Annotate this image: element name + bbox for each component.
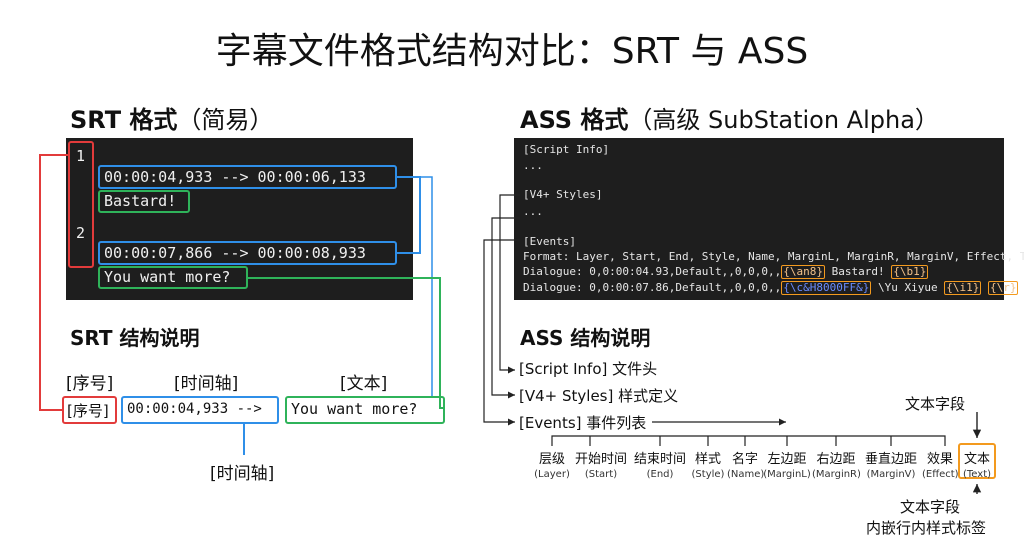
ass-field-marginr: 右边距 (MarginR) <box>812 448 861 480</box>
srt-text-2: You want more? <box>104 268 231 286</box>
ass-text-field-label-bottom-2: 内嵌行内样式标签 <box>866 519 987 537</box>
ass-dialogue-1-prefix: Dialogue: 0,0:00:04.93,Default,,0,0,0,, <box>523 265 782 278</box>
ass-field-marginl-en: (MarginL) <box>763 469 811 480</box>
srt-time-1: 00:00:04,933 --> 00:00:06,133 <box>104 168 366 186</box>
ass-dialogue-2-text: \Yu Xiyue <box>871 281 945 294</box>
srt-structure-index: [序号] <box>67 402 109 420</box>
ass-item-styles: [V4+ Styles] 样式定义 <box>519 387 679 405</box>
ass-tag-r: {\r} <box>987 281 1019 295</box>
srt-heading-sub: （简易） <box>177 106 274 134</box>
ass-heading-sub: （高级 SubStation Alpha） <box>628 106 939 134</box>
ass-line-ellipsis-2: ... <box>523 205 543 218</box>
ass-code-block <box>514 138 1004 300</box>
srt-blue-connector <box>397 176 421 254</box>
srt-index-box <box>68 141 94 268</box>
ass-field-effect-zh: 效果 <box>926 452 953 467</box>
srt-structure-title: SRT 结构说明 <box>70 326 200 350</box>
ass-field-text-zh: 文本 <box>963 452 990 467</box>
srt-label-timeline: [时间轴] <box>174 374 239 394</box>
srt-time-box-2 <box>98 241 397 265</box>
ass-field-layer: 层级 (Layer) <box>534 448 570 480</box>
ass-field-end-en: (End) <box>646 469 674 480</box>
ass-tag-i1: {\i1} <box>944 281 982 295</box>
ass-field-marginr-zh: 右边距 <box>816 452 856 467</box>
ass-field-name: 名字 (Name) <box>727 448 765 480</box>
ass-field-text: 文本 (Text) <box>959 448 995 480</box>
srt-heading: SRT 格式（简易） <box>70 100 273 135</box>
srt-heading-label: SRT 格式 <box>70 106 178 134</box>
srt-time-box-1 <box>98 165 397 189</box>
ass-field-marginv-en: (MarginV) <box>866 469 916 480</box>
ass-field-effect-en: (Effect) <box>922 469 959 480</box>
srt-label-text: [文本] <box>340 374 388 394</box>
ass-dialogue-2-prefix: Dialogue: 0,0:00:07.86,Default,,0,0,0,, <box>523 281 782 294</box>
srt-red-connector <box>39 154 68 411</box>
ass-field-style-zh: 样式 <box>694 452 721 467</box>
srt-label-index: [序号] <box>66 374 114 394</box>
ass-field-layer-zh: 层级 <box>538 452 565 467</box>
ass-text-field-label-top: 文本字段 <box>905 395 966 413</box>
ass-dialogue-1-text: Bastard! <box>825 265 892 278</box>
ass-field-end: 结束时间 (End) <box>631 448 689 480</box>
ass-line-script-info: [Script Info] <box>523 143 610 156</box>
srt-time-2: 00:00:07,866 --> 00:00:08,933 <box>104 244 366 262</box>
ass-field-text-en: (Text) <box>962 469 992 480</box>
ass-heading-label: ASS 格式 <box>520 106 629 134</box>
ass-line-format: Format: Layer, Start, End, Style, Name, … <box>523 250 1024 263</box>
ass-field-style: 样式 (Style) <box>690 448 726 480</box>
ass-field-name-zh: 名字 <box>731 452 758 467</box>
ass-line-events: [Events] <box>523 235 576 248</box>
ass-line-styles: [V4+ Styles] <box>523 188 603 201</box>
srt-structure-text-box <box>285 396 445 424</box>
srt-text-box-1 <box>98 190 190 213</box>
ass-field-name-en: (Name) <box>727 469 765 480</box>
ass-field-effect: 效果 (Effect) <box>922 448 959 480</box>
ass-field-marginv: 垂直边距 (MarginV) <box>861 448 921 480</box>
ass-field-start-en: (Start) <box>584 469 618 480</box>
ass-connector-script-info <box>499 194 520 374</box>
ass-heading: ASS 格式（高级 SubStation Alpha） <box>520 100 939 135</box>
ass-field-marginl: 左边距 (MarginL) <box>763 448 811 480</box>
srt-text-box-2 <box>98 266 248 289</box>
ass-connector-styles <box>491 217 520 399</box>
ass-field-start: 开始时间 (Start) <box>572 448 630 480</box>
ass-field-end-zh: 结束时间 <box>633 452 686 467</box>
srt-structure-time: 00:00:04,933 --> <box>127 401 262 417</box>
ass-tag-an8: {\an8} <box>781 265 826 279</box>
srt-label-timeline-bottom: [时间轴] <box>210 464 275 484</box>
ass-field-bracket <box>551 435 946 446</box>
ass-tag-b1: {\b1} <box>891 265 929 279</box>
srt-text-1: Bastard! <box>104 192 177 210</box>
ass-field-text-box <box>958 443 996 479</box>
ass-tag-color: {\c&H8000FF&} <box>781 281 872 295</box>
ass-field-layer-en: (Layer) <box>534 469 570 480</box>
ass-item-script-info: [Script Info] 文件头 <box>519 360 658 378</box>
ass-dialogue-2: Dialogue: 0,0:00:07.86,Default,,0,0,0,,{… <box>523 281 1019 295</box>
ass-field-marginl-zh: 左边距 <box>767 452 807 467</box>
ass-connector-events <box>483 239 520 426</box>
srt-structure-index-box <box>62 396 117 424</box>
srt-green-connector <box>248 277 445 409</box>
ass-structure-title: ASS 结构说明 <box>520 326 651 350</box>
ass-field-start-zh: 开始时间 <box>574 452 627 467</box>
srt-structure-text: You want more? <box>291 400 418 418</box>
ass-item-events: [Events] 事件列表 <box>519 414 647 432</box>
ass-line-ellipsis-1: ... <box>523 159 543 172</box>
ass-field-style-en: (Style) <box>691 469 725 480</box>
ass-field-marginv-zh: 垂直边距 <box>864 452 917 467</box>
srt-index-1: 1 <box>76 147 86 165</box>
srt-index-2: 2 <box>76 224 86 242</box>
ass-dialogue-1: Dialogue: 0,0:00:04.93,Default,,0,0,0,,{… <box>523 265 929 279</box>
srt-blue-connector-2 <box>420 176 433 396</box>
ass-text-field-label-bottom-1: 文本字段 <box>900 498 961 516</box>
srt-structure-time-box <box>121 396 279 424</box>
ass-field-marginr-en: (MarginR) <box>812 469 861 480</box>
page-title: 字幕文件格式结构对比：SRT 与 ASS <box>215 31 809 72</box>
